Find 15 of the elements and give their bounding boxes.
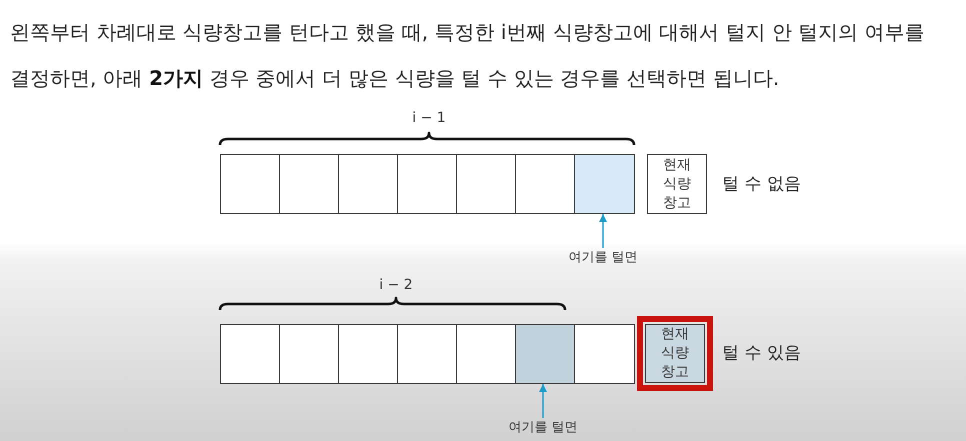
- highlighted-cell: [515, 324, 576, 384]
- description-text: 왼쪽부터 차례대로 식량창고를 턴다고 했을 때, 특정한 i번째 식량창고에 대해서 털지 안 털지의 여부를 결정하면, 아래 2가지 경우 중에서 더 많은 식량을 털 수 있는 경우를 선택하면 됩니다.: [10, 19, 926, 92]
- storage-label: 현재 식량 창고: [660, 325, 690, 382]
- result-text: 털 수 없음: [722, 173, 801, 195]
- storage-label: 현재 식량 창고: [662, 156, 692, 212]
- storage-box: [647, 154, 707, 214]
- storage-box: [645, 324, 705, 383]
- pointer-label: 여기를 털면: [568, 249, 638, 266]
- brace-label: i − 2: [379, 276, 413, 294]
- highlighted-cell: [574, 154, 634, 214]
- brace-label: i − 1: [412, 109, 446, 127]
- arrow: [599, 214, 607, 248]
- arrow: [539, 384, 547, 418]
- result-text: 털 수 있음: [722, 342, 801, 364]
- pointer-label: 여기를 털면: [508, 419, 578, 436]
